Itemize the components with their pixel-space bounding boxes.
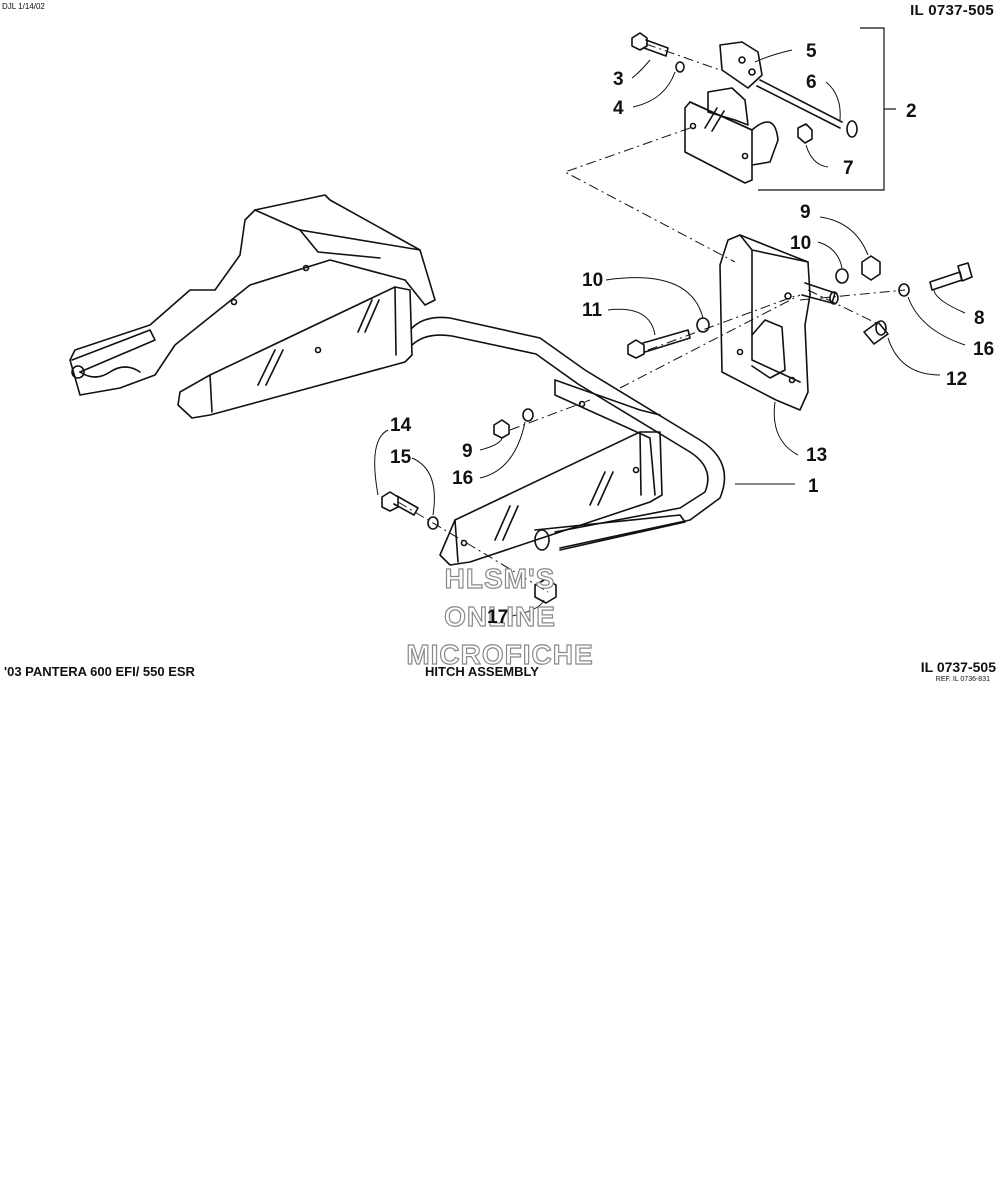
doc-date: DJL 1/14/02	[2, 2, 45, 11]
bolt-3	[631, 32, 669, 57]
doc-id-header: IL 0737-505	[910, 2, 994, 19]
left-chassis-panel	[69, 194, 436, 396]
watermark: HLSM'S ONLINE MICROFICHE	[406, 562, 594, 670]
callout-12: 12	[946, 369, 967, 390]
callout-9-upper: 9	[800, 202, 811, 223]
callout-8: 8	[974, 308, 985, 329]
callout-10-upper: 10	[790, 233, 811, 254]
hitch-bar	[411, 316, 726, 551]
callout-7: 7	[843, 158, 854, 179]
leader-lines	[374, 49, 966, 617]
callout-16-upper: 16	[973, 339, 994, 360]
washer-15	[427, 516, 439, 530]
model-caption: '03 PANTERA 600 EFI/ 550 ESR	[4, 664, 195, 679]
callout-2: 2	[906, 101, 917, 122]
hitch-latch-subassembly	[684, 41, 779, 184]
hitch-exploded-diagram: HLSM'S ONLINE MICROFICHE 1 2 3 4 5 6 7 8…	[69, 27, 994, 671]
diagram-title: HITCH ASSEMBLY	[425, 664, 539, 679]
washer-10-upper	[835, 268, 849, 284]
callout-4: 4	[613, 98, 624, 119]
reference-id: REF. IL 0736-831	[935, 676, 990, 683]
bolt-14	[381, 491, 419, 516]
nut-7	[797, 123, 813, 144]
callout-16-lower: 16	[452, 468, 473, 489]
callout-17: 17	[487, 607, 508, 628]
callout-6: 6	[806, 72, 817, 93]
washer-16-lower	[522, 408, 534, 422]
bolt-8	[929, 262, 973, 291]
nut-9-lower	[493, 419, 510, 439]
group-bracket-2	[758, 27, 885, 191]
hitch-pin-tube	[801, 282, 839, 305]
callout-3: 3	[613, 69, 624, 90]
nut-17	[534, 578, 557, 604]
callout-9-lower: 9	[462, 441, 473, 462]
bolt-11	[627, 329, 691, 359]
washer-16-upper	[898, 283, 910, 297]
nut-9-upper	[861, 255, 881, 281]
callout-5: 5	[806, 41, 817, 62]
callout-15: 15	[390, 447, 412, 468]
svg-text:MICROFICHE: MICROFICHE	[406, 639, 593, 670]
right-mount-plate	[439, 379, 663, 566]
callout-labels: 1 2 3 4 5 6 7 8 9 9 10 10 11 12 13 14 15…	[390, 41, 994, 628]
callout-1: 1	[808, 476, 819, 497]
spacer-12	[863, 320, 889, 345]
doc-id-footer: IL 0737-505	[920, 659, 996, 675]
callout-10-lower: 10	[582, 270, 603, 291]
bolt-6	[756, 79, 858, 138]
washer-4	[675, 61, 685, 73]
callout-14: 14	[390, 415, 412, 436]
callout-11: 11	[582, 300, 603, 321]
svg-text:HLSM'S: HLSM'S	[445, 563, 556, 594]
callout-13: 13	[806, 445, 827, 466]
assembly-centerlines	[397, 43, 906, 593]
svg-text:ONLINE: ONLINE	[444, 601, 556, 632]
washer-10-lower	[696, 317, 710, 333]
left-mount-plate	[177, 264, 413, 419]
